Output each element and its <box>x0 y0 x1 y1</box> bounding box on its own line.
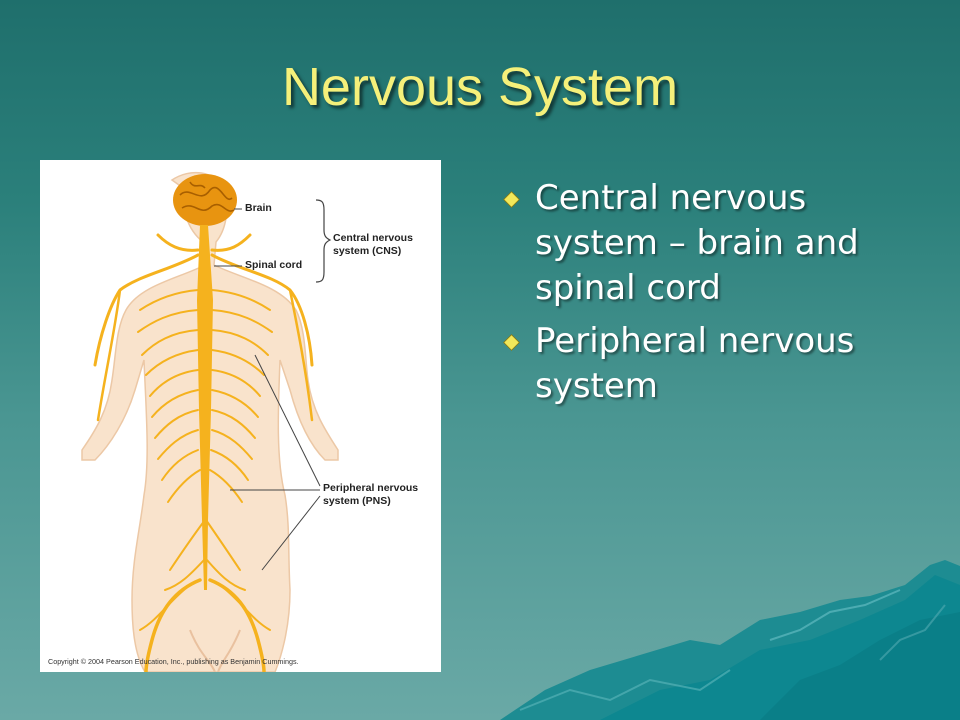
peripheral-nerves <box>93 233 314 672</box>
cns-label-line1: Central nervous <box>333 232 413 244</box>
bullet-item-pns: Peripheral nervous system <box>497 319 937 409</box>
bullet-text-pns: Peripheral nervous system <box>535 321 855 406</box>
bullet-item-cns: Central nervous system – brain and spina… <box>497 176 937 311</box>
brain-shape <box>173 174 237 226</box>
bullet-text-cns: Central nervous system – brain and spina… <box>535 178 859 308</box>
slide-title: Nervous System <box>281 57 679 117</box>
spinal-cord-shape <box>197 225 213 590</box>
spinal-cord-label: Spinal cord <box>245 259 303 271</box>
brain-label: Brain <box>245 202 272 214</box>
cns-label: Central nervous system (CNS) <box>333 232 413 257</box>
pns-label: Peripheral nervous system (PNS) <box>323 482 418 507</box>
body-illustration <box>81 171 339 672</box>
copyright-notice: Copyright © 2004 Pearson Education, Inc.… <box>48 657 299 666</box>
cns-brace <box>315 199 332 283</box>
pns-label-line2: system (PNS) <box>323 494 391 507</box>
nervous-system-figure: Brain Spinal cord Central nervous system… <box>40 160 441 672</box>
bullet-list: Central nervous system – brain and spina… <box>497 176 937 417</box>
diamond-bullet-icon <box>503 191 520 208</box>
diamond-bullet-icon <box>503 334 520 351</box>
pns-label-line1: Peripheral nervous <box>323 482 419 494</box>
cns-label-line2: system (CNS) <box>333 244 402 257</box>
